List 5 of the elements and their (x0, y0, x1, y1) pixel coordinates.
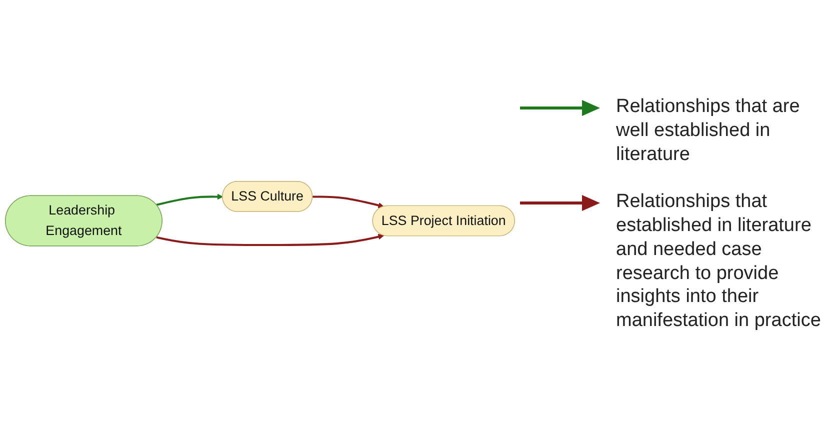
arrow (156, 234, 384, 246)
legend-text: Relationships that are well established in literature (616, 95, 801, 166)
arrow (312, 196, 384, 209)
arrow (156, 194, 223, 206)
legend-text: Relationships that established in literature and needed case research to provide insights into their manifestation in practice (616, 190, 822, 333)
